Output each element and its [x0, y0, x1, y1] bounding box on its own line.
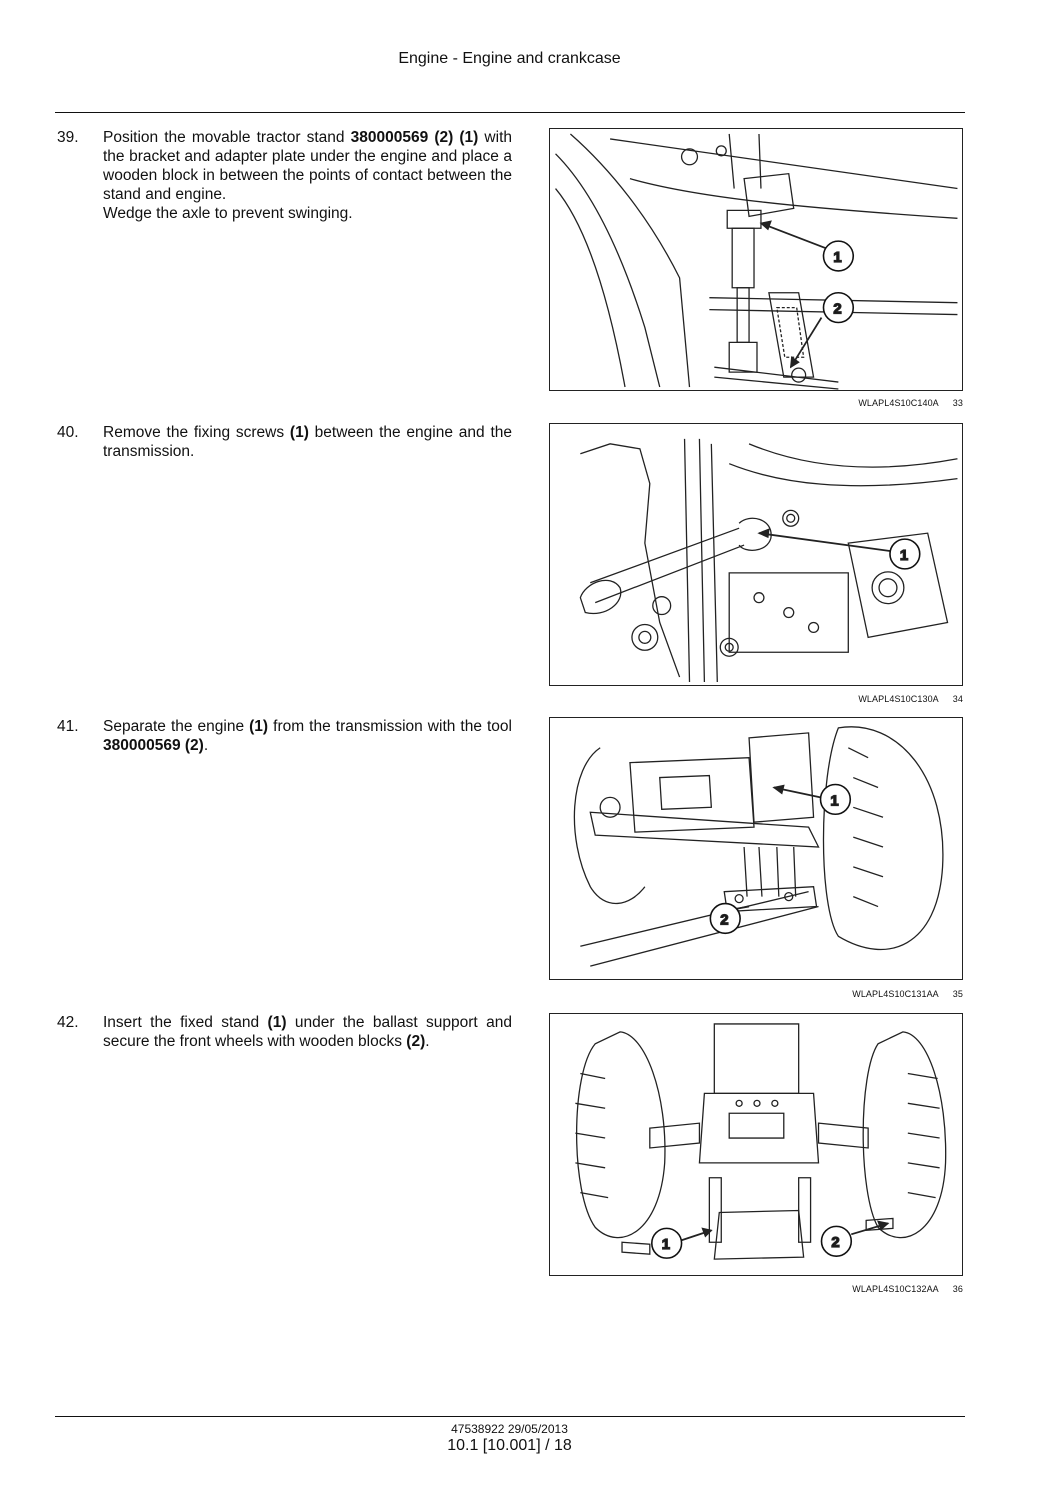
step-text: Remove the fixing screws (1) between the…: [103, 424, 512, 460]
figure-33-illustration: 1 2: [549, 128, 963, 391]
figure-code: WLAPL4S10C140A: [858, 398, 939, 408]
step-42: 42. Insert the fixed stand (1) under the…: [57, 1013, 512, 1051]
footer-document-reference: 47538922 29/05/2013: [451, 1422, 568, 1436]
callout-label: 1: [830, 793, 838, 809]
figure-number: 36: [952, 1284, 963, 1294]
callout-label: 2: [831, 1235, 839, 1251]
header-rule: [55, 112, 965, 113]
part-reference: (1): [249, 718, 269, 735]
figure-code: WLAPL4S10C130A: [858, 694, 939, 704]
part-reference: (2): [406, 1033, 426, 1050]
step-number: 41.: [57, 718, 79, 735]
figure-36-illustration: 1 2: [549, 1013, 963, 1276]
step-number: 39.: [57, 129, 79, 146]
figure-caption: WLAPL4S10C131AA 35: [549, 989, 963, 999]
callout-label: 1: [833, 250, 841, 266]
step-39: 39. Position the movable tractor stand 3…: [57, 128, 512, 223]
figure-number: 35: [952, 989, 963, 999]
step-text: Position the movable tractor stand 38000…: [103, 129, 512, 222]
figure-caption: WLAPL4S10C130A 34: [549, 694, 963, 704]
step-40: 40. Remove the fixing screws (1) between…: [57, 423, 512, 461]
step-number: 40.: [57, 424, 79, 441]
step-text: Separate the engine (1) from the transmi…: [103, 718, 512, 754]
footer-page-number: 10.1 [10.001] / 18: [447, 1437, 572, 1454]
step-text: Insert the fixed stand (1) under the bal…: [103, 1014, 512, 1050]
tool-reference: 380000569 (2): [103, 737, 204, 754]
step-41: 41. Separate the engine (1) from the tra…: [57, 717, 512, 755]
tool-reference: 380000569 (2) (1): [350, 129, 479, 146]
part-reference: (1): [267, 1014, 287, 1031]
step-note: Wedge the axle to prevent swinging.: [103, 205, 353, 222]
callout-label: 1: [900, 548, 908, 564]
callout-label: 2: [720, 912, 728, 928]
figure-caption: WLAPL4S10C132AA 36: [549, 1284, 963, 1294]
figure-number: 34: [952, 694, 963, 704]
callout-label: 1: [662, 1237, 670, 1253]
footer-rule: [55, 1416, 965, 1417]
part-reference: (1): [289, 424, 309, 441]
figure-35-illustration: 1 2: [549, 717, 963, 980]
figure-code: WLAPL4S10C131AA: [852, 989, 939, 999]
figure-34-illustration: 1: [549, 423, 963, 686]
figure-code: WLAPL4S10C132AA: [852, 1284, 939, 1294]
figure-number: 33: [952, 398, 963, 408]
figure-caption: WLAPL4S10C140A 33: [549, 398, 963, 408]
callout-label: 2: [833, 302, 841, 318]
page-header-title: Engine - Engine and crankcase: [398, 50, 621, 67]
step-number: 42.: [57, 1014, 79, 1031]
